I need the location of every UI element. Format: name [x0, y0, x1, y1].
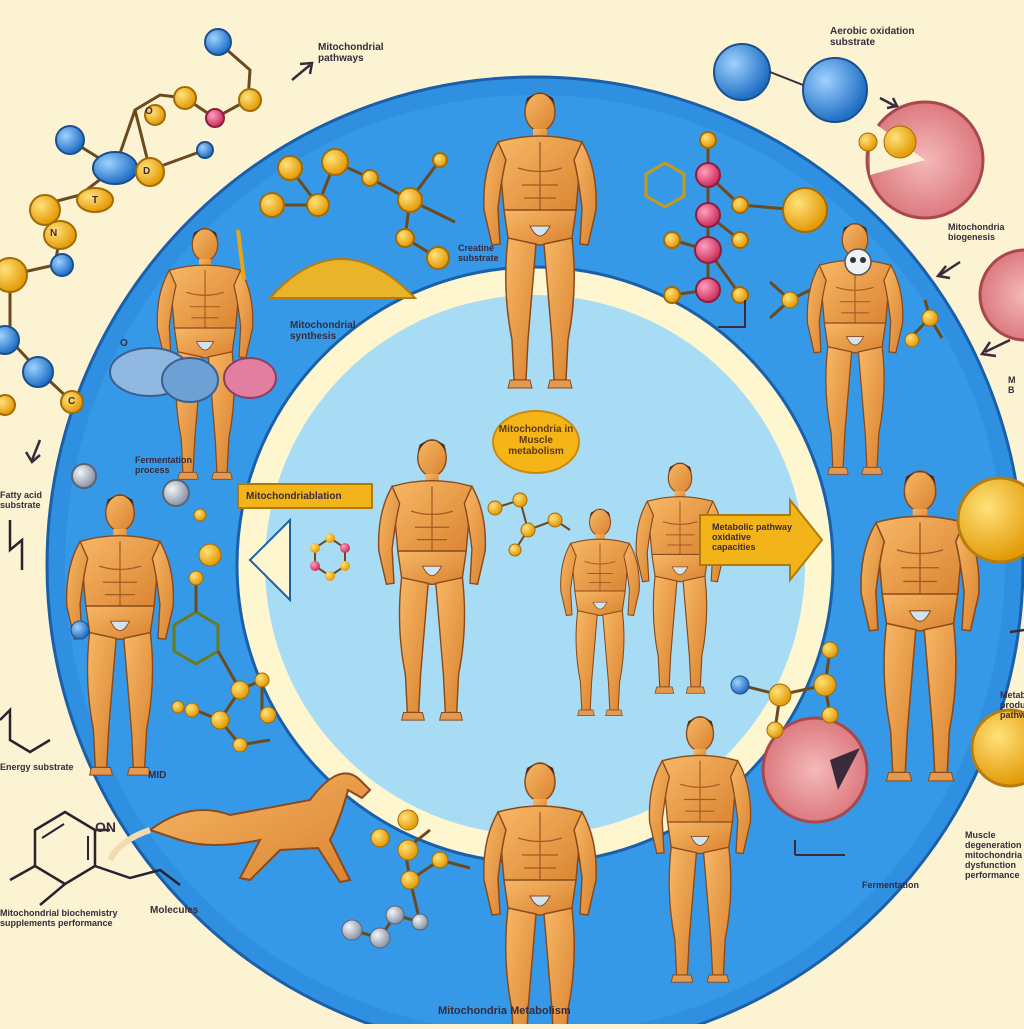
energy-disk: [956, 476, 1024, 564]
powder-pile-icon: [267, 258, 418, 299]
atom-label-on: ON: [95, 819, 116, 835]
atom-label-n: N: [50, 228, 58, 239]
atom-label-o2: O: [120, 338, 128, 349]
atom-label-c: C: [68, 396, 76, 407]
label-left-upper: Mitochondrial synthesis: [290, 320, 356, 342]
tissue-section-right: [978, 248, 1024, 342]
blue-sphere-1: [713, 43, 771, 101]
label-bottom-right-caption: Fermentation: [862, 880, 920, 890]
atom-label-t: T: [92, 195, 99, 206]
center-badge: Mitochondria in Muscle metabolism: [492, 410, 580, 474]
label-powder: Creatine substrate: [458, 243, 499, 263]
label-bottom-molecule: Molecules: [150, 905, 199, 916]
label-right-muscle: Mitochondria biogenesis: [948, 222, 1005, 242]
tissue-section-bottom: [761, 716, 869, 824]
label-left-middle: Fermentation process: [135, 455, 193, 475]
label-right-arrow: Metabolic pathway oxidative capacities: [712, 522, 793, 552]
label-bottom-center: Mitochondria Metabolism: [438, 1005, 571, 1017]
skeletal-formula-1: [0, 706, 51, 754]
blue-sphere-2: [802, 57, 868, 123]
inner-circle: [265, 295, 805, 835]
atom-label-d: D: [143, 166, 151, 177]
label-right-edge-1: M B: [1008, 375, 1016, 395]
label-mid: MID: [148, 770, 167, 781]
arrow-left-inner: [237, 483, 373, 509]
skull-icon: [844, 248, 872, 276]
organ-cluster-icon: [109, 347, 277, 403]
label-left-bottom-chain: Energy substrate: [0, 762, 74, 772]
skeletal-formula-2: [9, 810, 181, 906]
label-bottom-left-long: Mitochondrial biochemistry supplements p…: [0, 908, 118, 928]
label-top-right: Aerobic oxidation substrate: [830, 26, 915, 48]
arrow-right-inner: [699, 497, 824, 583]
label-bottom-right-small: Metabolic products pathways: [1000, 690, 1024, 720]
label-bottom-right-lower: Muscle degeneration mitochondria dysfunc…: [965, 830, 1023, 880]
label-left-bottom-small: Fatty acid substrate: [0, 490, 43, 510]
label-top-center: Mitochondrial pathways: [318, 42, 384, 64]
label-left-arrow: Mitochondriablation: [246, 491, 342, 502]
atom-label-o: O: [145, 106, 153, 117]
horse-icon: [107, 772, 372, 884]
